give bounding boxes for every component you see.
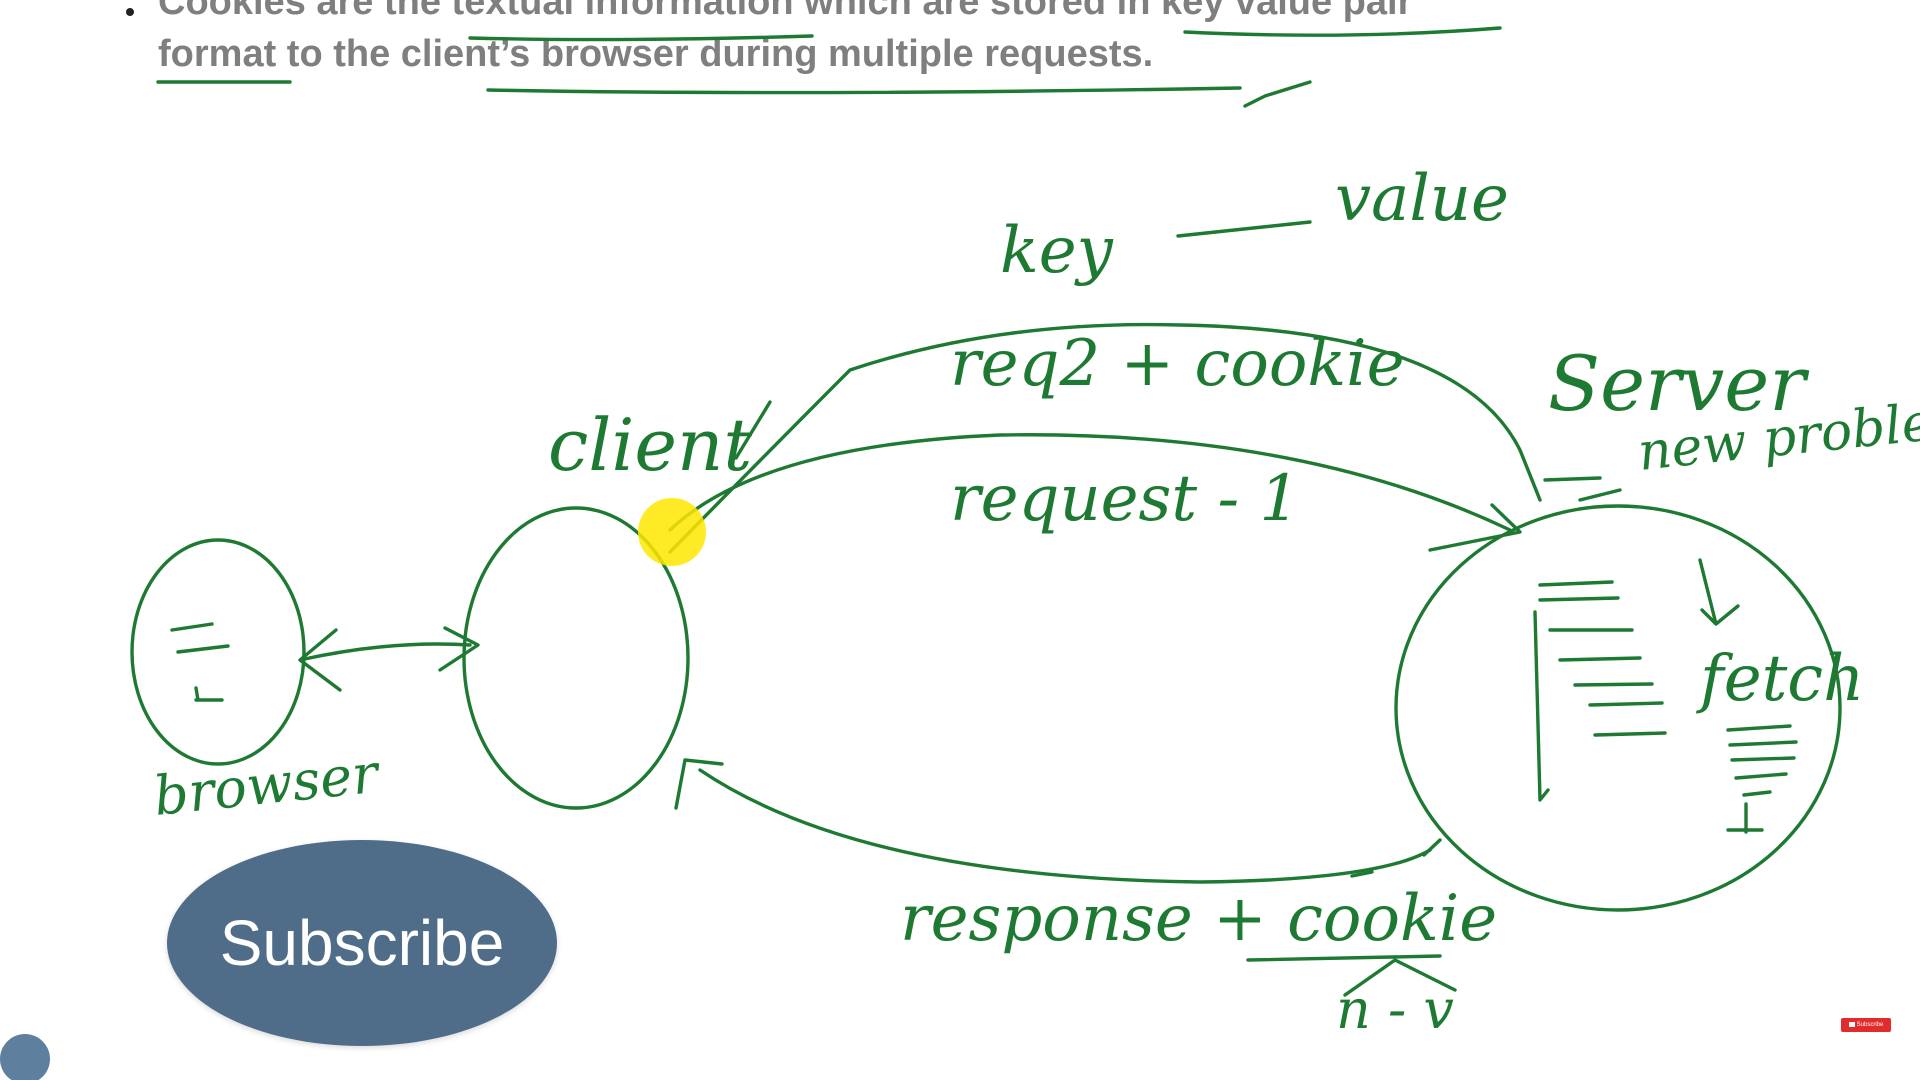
annotation-response-cookie: response + cookie bbox=[900, 882, 1497, 956]
n-v-caret bbox=[1343, 958, 1457, 997]
server-db-lines bbox=[1533, 580, 1667, 802]
key-value-dash bbox=[1176, 220, 1312, 238]
annotation-request-1: request - 1 bbox=[950, 462, 1300, 536]
underline-key-value bbox=[1183, 26, 1502, 37]
annotation-client: client bbox=[548, 403, 753, 487]
youtube-subscribe-badge[interactable]: Subscribe bbox=[1841, 1018, 1891, 1032]
response-hook bbox=[1422, 838, 1442, 857]
annotation-key: key bbox=[1000, 214, 1114, 288]
server-arrow-2 bbox=[1578, 488, 1622, 502]
fetch-arrow bbox=[1698, 558, 1740, 626]
annotation-fetch: fetch bbox=[1696, 642, 1864, 716]
request-1-arc bbox=[668, 433, 1522, 552]
client-node bbox=[462, 506, 690, 810]
server-arrow-1 bbox=[1543, 476, 1602, 482]
response-arc bbox=[674, 758, 1432, 884]
badge-label: Subscribe bbox=[1856, 1022, 1884, 1028]
client-tick bbox=[734, 400, 772, 460]
annotation-req2-cookie: req2 + cookie bbox=[950, 327, 1405, 401]
play-icon bbox=[1848, 1021, 1855, 1027]
annotation-n-v: n - v bbox=[1336, 978, 1454, 1041]
cookie-underline bbox=[1246, 954, 1442, 962]
fetch-lines bbox=[1726, 724, 1798, 834]
browser-client-arrow bbox=[298, 626, 480, 692]
underline-client-browser bbox=[486, 86, 1242, 95]
server-node bbox=[1394, 504, 1842, 912]
response-dot bbox=[1350, 870, 1374, 878]
annotation-value: value bbox=[1335, 162, 1509, 236]
req2-cookie-arc bbox=[668, 322, 1542, 554]
browser-lines bbox=[170, 622, 230, 702]
annotation-server: Server bbox=[1548, 339, 1810, 428]
check-mark bbox=[1243, 80, 1312, 108]
underline-textual bbox=[468, 34, 814, 42]
channel-avatar[interactable] bbox=[0, 1034, 50, 1080]
bullet-line-1: Cookies are the textual information whic… bbox=[158, 0, 1413, 23]
browser-node bbox=[130, 538, 306, 766]
cursor-highlight bbox=[638, 498, 706, 566]
bullet-dot bbox=[126, 8, 134, 16]
subscribe-button[interactable]: Subscribe bbox=[167, 840, 557, 1046]
